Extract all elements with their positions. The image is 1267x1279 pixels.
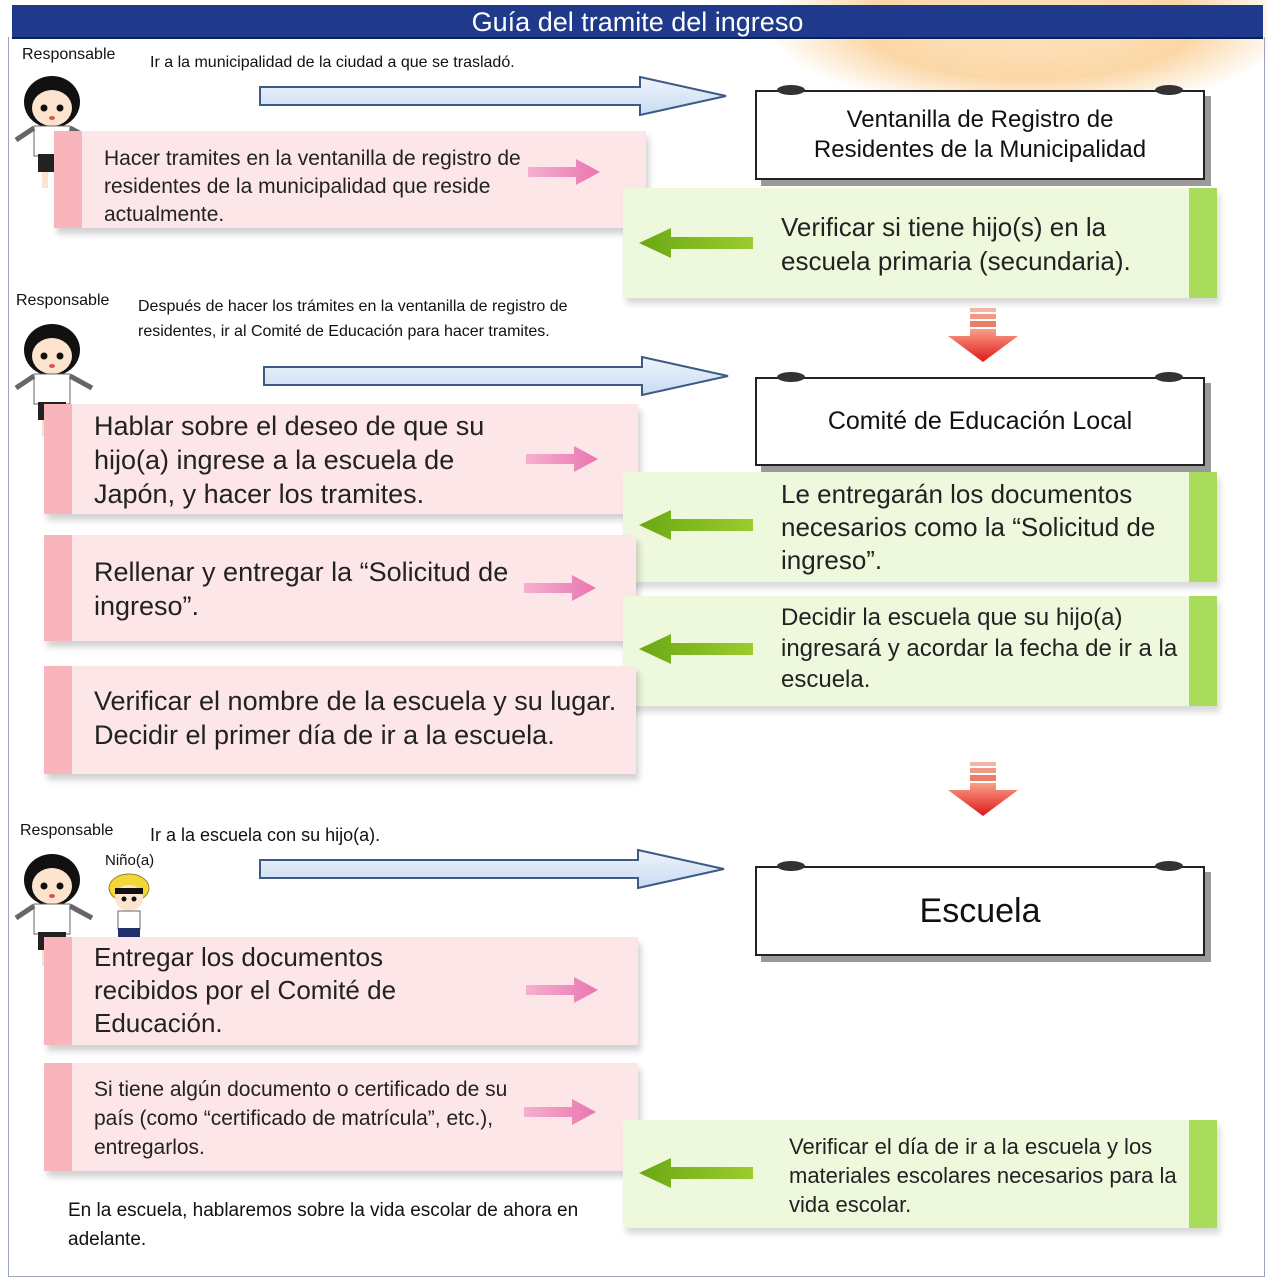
response-note: Decidir la escuela que su hijo(a) ingres… — [623, 596, 1217, 706]
office-label: Escuela — [919, 891, 1041, 930]
down-arrow-icon — [946, 306, 1020, 364]
green-arrow-icon — [637, 632, 755, 666]
footer-note: En la escuela, hablaremos sobre la vida … — [68, 1200, 579, 1250]
pink-arrow-icon — [522, 1097, 598, 1127]
response-note: Le entregarán los documentos necesarios … — [623, 472, 1217, 582]
pin-icon — [777, 861, 805, 871]
step-note: Hacer tramites en la ventanilla de regis… — [54, 131, 646, 228]
response-text: Verificar el día de ir a la escuela y lo… — [789, 1134, 1177, 1217]
step-text: Verificar el nombre de la escuela y su l… — [94, 686, 617, 750]
pin-icon — [1155, 85, 1183, 95]
response-text: Decidir la escuela que su hijo(a) ingres… — [781, 604, 1178, 693]
green-arrow-icon — [637, 226, 755, 260]
response-note: Verificar si tiene hijo(s) en la escuela… — [623, 188, 1217, 298]
pink-arrow-icon — [522, 573, 598, 603]
responsible-label: Responsable — [22, 46, 116, 63]
pin-icon — [1155, 861, 1183, 871]
step-text: Entregar los documentos recibidos por el… — [94, 942, 397, 1038]
office-label: Ventanilla de Registro de Residentes de … — [813, 106, 1147, 163]
instruction-text: Después de hacer los trámites en la vent… — [138, 298, 568, 340]
big-arrow — [258, 848, 728, 890]
response-note: Verificar el día de ir a la escuela y lo… — [623, 1120, 1217, 1228]
office-box-municipality: Ventanilla de Registro de Residentes de … — [755, 85, 1205, 180]
big-arrow — [258, 75, 730, 117]
response-text: Verificar si tiene hijo(s) en la escuela… — [781, 212, 1131, 276]
responsible-person-icon — [12, 68, 102, 198]
step-note: Rellenar y entregar la “Solicitud de ing… — [44, 535, 636, 641]
pink-arrow-icon — [526, 157, 602, 187]
responsible-label: Responsable — [20, 822, 114, 839]
pink-arrow-icon — [524, 444, 600, 474]
pin-icon — [777, 85, 805, 95]
step-note: Entregar los documentos recibidos por el… — [44, 937, 638, 1045]
step-text: Si tiene algún documento o certificado d… — [94, 1078, 508, 1159]
page-title: Guía del tramite del ingreso — [12, 5, 1263, 39]
green-arrow-icon — [637, 1156, 755, 1190]
pink-arrow-icon — [524, 975, 600, 1005]
step-text: Hablar sobre el deseo de que su hijo(a) … — [94, 411, 485, 509]
step-note: Verificar el nombre de la escuela y su l… — [44, 666, 636, 774]
step-note: Hablar sobre el deseo de que su hijo(a) … — [44, 404, 638, 514]
response-text: Le entregarán los documentos necesarios … — [781, 479, 1156, 575]
step-text: Rellenar y entregar la “Solicitud de ing… — [94, 557, 509, 621]
pin-icon — [777, 372, 805, 382]
step-note: Si tiene algún documento o certificado d… — [44, 1063, 638, 1171]
instruction-text: Ir a la municipalidad de la ciudad a que… — [150, 54, 515, 71]
office-box-school: Escuela — [755, 861, 1205, 956]
big-arrow — [262, 355, 732, 397]
pin-icon — [1155, 372, 1183, 382]
step-text: Hacer tramites en la ventanilla de regis… — [104, 147, 521, 226]
instruction-text: Ir a la escuela con su hijo(a). — [150, 825, 381, 845]
office-label: Comité de Educación Local — [827, 407, 1133, 435]
responsible-label: Responsable — [16, 292, 110, 309]
page-frame — [8, 37, 1265, 1277]
down-arrow-icon — [946, 760, 1020, 818]
child-label: Niño(a) — [105, 852, 155, 869]
green-arrow-icon — [637, 508, 755, 542]
office-box-education-committee: Comité de Educación Local — [755, 372, 1205, 466]
child-person-icon — [104, 872, 154, 958]
